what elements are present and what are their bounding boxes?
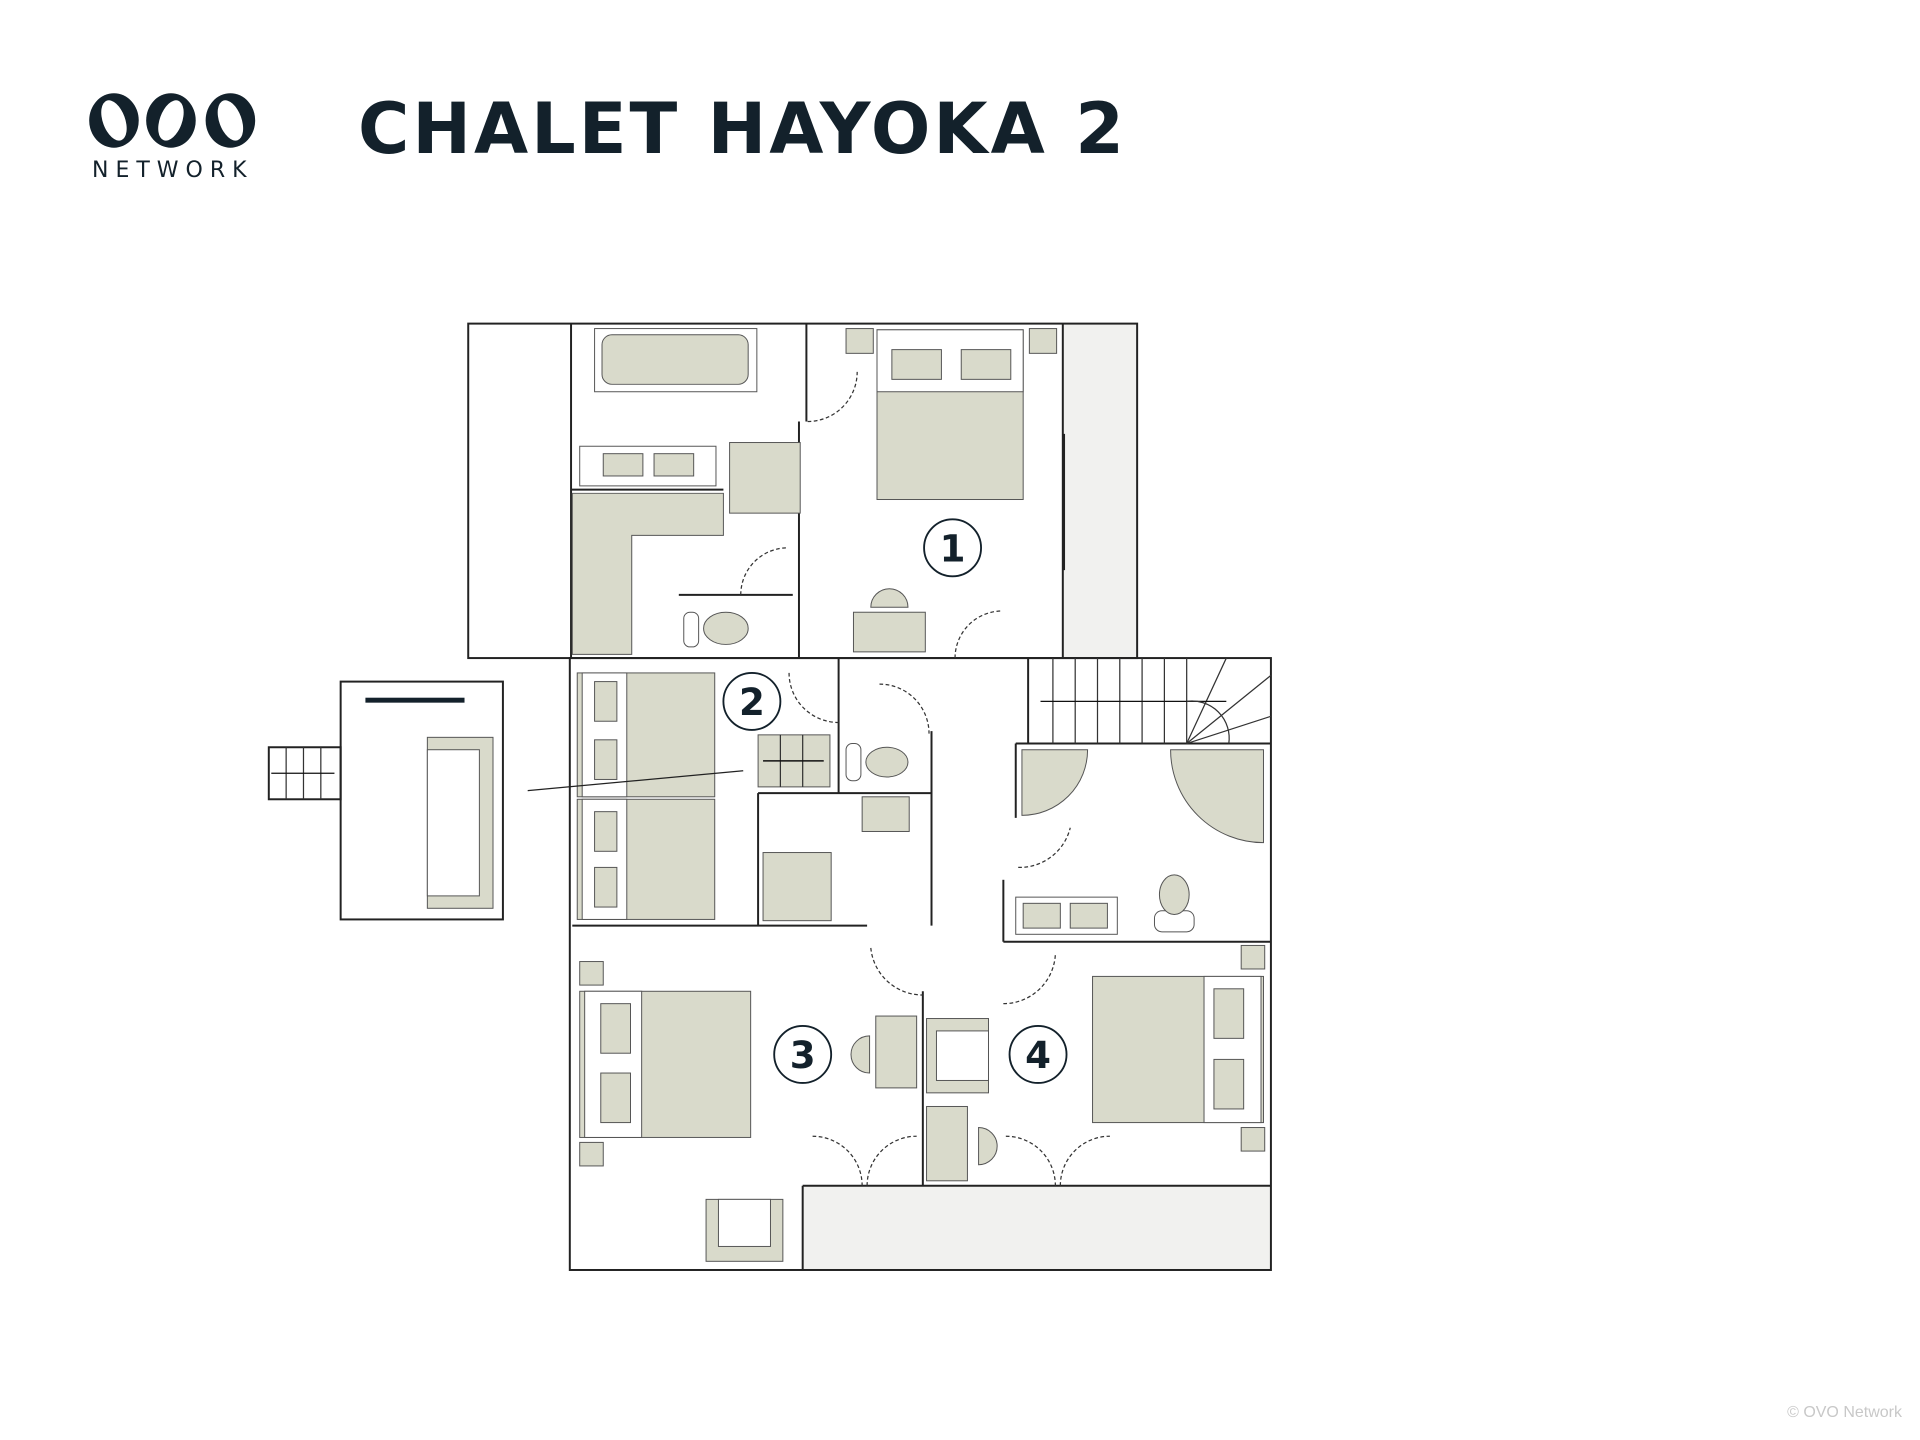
desk-icon [850,1015,918,1089]
svg-text:3: 3 [790,1034,816,1077]
svg-text:4: 4 [1025,1034,1051,1077]
page-title: CHALET HAYOKA 2 [358,88,1127,170]
armchair-icon [705,1198,784,1262]
double-bed-icon [1092,944,1266,1152]
outdoor-stairs-icon [267,746,342,801]
logo-subtitle: NETWORK [92,158,254,183]
desk-icon [926,1105,998,1182]
twin-bed-icon [576,672,716,920]
svg-text:2: 2 [739,681,765,724]
terrace-area [802,1185,1271,1270]
doors [740,371,1110,1186]
room-2-label: 2 [722,672,782,731]
double-bed-icon [579,961,752,1167]
arrow-icon [527,770,744,792]
desk-icon [852,588,926,653]
staircase-icon [1040,657,1272,745]
armchair-icon [926,1018,989,1094]
copyright: © OVO Network [1787,1404,1902,1421]
corner-sink-icon [1021,749,1089,816]
double-bed-icon [845,328,1058,501]
balcony-area [1062,323,1138,659]
shower-icon [729,442,801,514]
double-vanity-icon [579,445,717,487]
toilet-icon [1153,874,1195,933]
room-1-label: 1 [923,518,982,578]
toilet-icon [683,611,749,648]
stairs-small-icon [757,734,831,788]
room-3-label: 3 [773,1025,833,1084]
toilet-icon [845,743,909,782]
sink-icon [861,796,910,832]
shower-icon [762,852,832,922]
corner-shower-icon [1170,749,1264,844]
double-vanity-icon [1015,896,1118,935]
kitchen-counter-icon [571,492,724,655]
sofa-icon [426,736,494,909]
bathtub-icon [594,328,758,393]
room-4-label: 4 [1008,1025,1068,1084]
svg-text:1: 1 [940,527,966,570]
walls [467,322,1272,1271]
tv-icon [365,697,465,703]
ovo-logo-icon [89,93,256,148]
